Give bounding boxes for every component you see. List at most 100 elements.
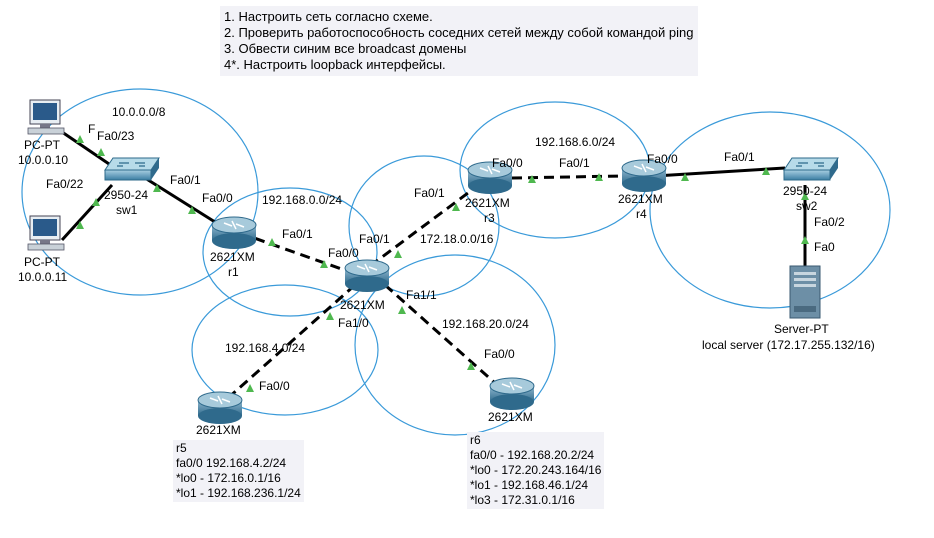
status-triangle xyxy=(398,306,406,314)
pc2-ip: 10.0.0.11 xyxy=(18,270,68,284)
pc1-type: PC-PT xyxy=(24,138,60,152)
r6-info-line: *lo3 - 172.31.0.1/16 xyxy=(470,493,575,507)
link-r1-r2 xyxy=(239,231,351,274)
link-pc1-sw1 xyxy=(61,130,113,168)
port-label: Fa0/0 xyxy=(202,191,233,205)
router-icon-r3 xyxy=(467,161,513,194)
task-list: 1. Настроить сеть согласно схеме. 2. Про… xyxy=(220,6,698,76)
pc2-type: PC-PT xyxy=(24,255,60,269)
status-triangle xyxy=(801,236,809,244)
r3-model: 2621XM xyxy=(465,196,510,210)
port-label: Fa0/23 xyxy=(97,129,135,143)
domain-circle-192-168-4 xyxy=(191,284,379,416)
port-label: Fa0/22 xyxy=(46,177,84,191)
r4-name: r4 xyxy=(636,207,647,221)
switch-icon xyxy=(783,157,839,181)
r6-info-name: r6 xyxy=(470,433,481,447)
port-label: Fa0/1 xyxy=(414,186,445,200)
status-triangle xyxy=(326,312,334,320)
r3-name: r3 xyxy=(484,211,495,225)
server-desc: local server (172.17.255.132/16) xyxy=(702,338,875,352)
port-label: Fa0/1 xyxy=(282,227,313,241)
port-label: Fa1/0 xyxy=(338,316,369,330)
router-icon-r1 xyxy=(211,216,257,249)
network-label: 192.168.4.0/24 xyxy=(225,341,306,355)
sw2-model: 2950-24 xyxy=(783,184,828,198)
link-r3-r4 xyxy=(511,174,623,180)
port-label: Fa0/1 xyxy=(359,232,390,246)
link-r2-r6 xyxy=(384,283,496,385)
status-triangle xyxy=(246,384,254,392)
link-r2-r3 xyxy=(369,188,473,268)
status-triangle xyxy=(762,167,770,175)
link-r4-sw2 xyxy=(654,166,786,178)
r5-info-box: r5 fa0/0 192.168.4.2/24 *lo0 - 172.16.0.… xyxy=(173,440,304,502)
link-pc2-sw1 xyxy=(60,183,114,242)
r6-info-box: r6 fa0/0 - 192.168.20.2/24 *lo0 - 172.20… xyxy=(467,432,605,509)
r1-name: r1 xyxy=(228,265,239,279)
router-icon-r6 xyxy=(489,377,535,410)
pc1-ip: 10.0.0.10 xyxy=(18,153,69,167)
task-1: 1. Настроить сеть согласно схеме. xyxy=(224,9,433,24)
domain-circle-172-18 xyxy=(348,155,500,297)
r4-model: 2621XM xyxy=(618,192,663,206)
port-label: Fa0/0 xyxy=(328,246,359,260)
network-label: 10.0.0.0/8 xyxy=(112,105,166,119)
r5-info-line: *lo0 - 172.16.0.1/16 xyxy=(176,471,281,485)
router-icon-r2 xyxy=(344,259,390,292)
status-triangle xyxy=(188,206,196,214)
network-label: 192.168.0.0/24 xyxy=(262,193,343,207)
status-triangle xyxy=(528,175,536,183)
r2-model: 2621XM xyxy=(340,298,385,312)
port-label: Fa0/0 xyxy=(259,379,290,393)
port-label: Fa0 xyxy=(814,240,835,254)
server-type: Server-PT xyxy=(774,322,829,336)
task-3: 3. Обвести синим все broadcast домены xyxy=(224,41,467,56)
sw1-name: sw1 xyxy=(116,203,138,217)
switch-icon xyxy=(104,157,160,181)
status-triangle xyxy=(320,260,328,268)
port-label: Fa0/1 xyxy=(724,150,755,164)
r5-info-line: *lo1 - 192.168.236.1/24 xyxy=(176,486,301,500)
status-triangle xyxy=(268,238,276,246)
server-icon xyxy=(789,265,821,319)
status-triangle xyxy=(595,173,603,181)
network-label: 192.168.20.0/24 xyxy=(442,317,529,331)
domain-circle-192-168-20 xyxy=(354,254,556,436)
network-label: 172.18.0.0/16 xyxy=(420,232,494,246)
port-label: Fa0/0 xyxy=(647,152,678,166)
port-label: Fa1/1 xyxy=(406,288,437,302)
r5-info-line: fa0/0 192.168.4.2/24 xyxy=(176,456,287,470)
network-label: 192.168.6.0/24 xyxy=(535,135,616,149)
status-triangle xyxy=(153,184,161,192)
status-triangle xyxy=(92,198,100,206)
r1-model: 2621XM xyxy=(210,250,255,264)
port-label: F xyxy=(88,122,96,136)
r6-info-line: *lo1 - 192.168.46.1/24 xyxy=(470,478,589,492)
r6-info-line: *lo0 - 172.20.243.164/16 xyxy=(470,463,602,477)
domain-circle-172-17 xyxy=(649,111,891,309)
r6-info-line: fa0/0 - 192.168.20.2/24 xyxy=(470,448,595,462)
link-r2-r5 xyxy=(227,283,356,400)
sw1-model: 2950-24 xyxy=(104,188,149,202)
r5-info-name: r5 xyxy=(176,441,187,455)
port-label: Fa0/1 xyxy=(559,156,590,170)
pc-icon xyxy=(27,215,65,251)
r5-model: 2621XM xyxy=(196,423,241,437)
port-label: Fa0/0 xyxy=(484,347,515,361)
task-2: 2. Проверить работоспособность соседних … xyxy=(224,25,694,40)
status-triangle xyxy=(452,203,460,211)
status-triangle xyxy=(681,173,689,181)
domain-circle-192-168-0 xyxy=(202,187,378,317)
task-4: 4*. Настроить loopback интерфейсы. xyxy=(224,57,446,72)
status-triangle xyxy=(76,221,84,229)
status-triangle xyxy=(394,250,402,258)
pc-icon xyxy=(27,99,65,135)
status-triangle xyxy=(467,362,475,370)
port-label: Fa0/1 xyxy=(170,173,201,187)
router-icon-r5 xyxy=(197,391,243,424)
status-triangle xyxy=(97,148,105,156)
router-icon-r4 xyxy=(621,159,667,192)
status-triangle xyxy=(801,192,809,200)
